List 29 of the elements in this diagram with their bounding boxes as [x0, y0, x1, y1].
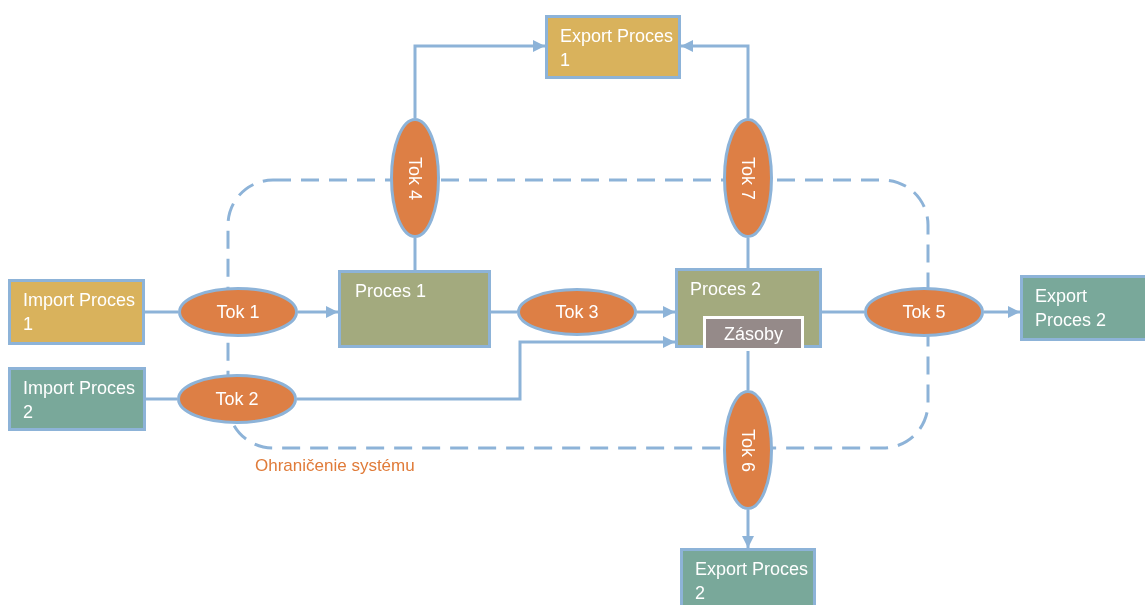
flow-label: Tok 6 — [737, 428, 759, 472]
process-box: Import Proces 2 — [8, 367, 146, 431]
arrow — [413, 40, 545, 118]
flow-label: Tok 4 — [404, 156, 426, 200]
connector-line — [146, 397, 177, 401]
process-box: Proces 2 Zásoby — [675, 268, 822, 348]
arrow — [681, 40, 750, 118]
process-box: Export Proces 2 — [680, 548, 816, 605]
arrow — [637, 306, 675, 318]
connector-line — [746, 238, 750, 268]
process-box: Export Proces 1 — [545, 15, 681, 79]
flow-label: Tok 5 — [902, 301, 946, 323]
process-box: Proces 1 — [338, 270, 491, 348]
arrow — [984, 306, 1020, 318]
flow-label: Tok 1 — [216, 301, 260, 323]
boundary-caption: Ohraničenie systému — [255, 456, 415, 476]
connector-line — [491, 310, 517, 314]
arrow — [298, 306, 338, 318]
flow-label: Tok 7 — [737, 156, 759, 200]
arrow — [742, 510, 754, 548]
connector-line — [413, 238, 417, 270]
connector-line — [145, 310, 178, 314]
arrow — [297, 336, 675, 401]
process-box: Export Proces 2 — [1020, 275, 1145, 341]
connector-line — [822, 310, 864, 314]
flow-label: Tok 3 — [555, 301, 599, 323]
process-box: Import Proces 1 — [8, 279, 145, 345]
process-box: Zásoby — [703, 316, 804, 351]
flow-label: Tok 2 — [215, 388, 259, 410]
